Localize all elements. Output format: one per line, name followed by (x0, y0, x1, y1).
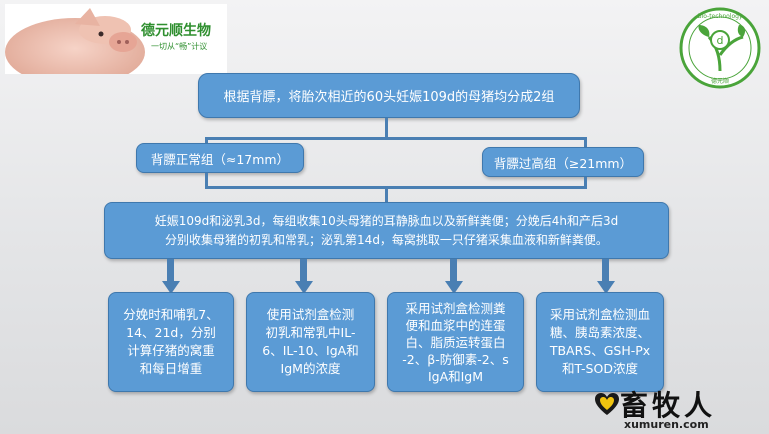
logo-bottom-text: 德元顺 (711, 77, 729, 85)
sampling-box: 妊娠109d和泌乳3d，每组收集10头母猪的耳静脉血以及新鲜粪便；分娩后4h和产… (104, 202, 669, 259)
brand-logo-block: 德元顺生物 一切从“畅”计议 (5, 4, 227, 74)
group-high-box: 背膘过高组（≥21mm） (482, 147, 644, 177)
group-normal-text: 背膘正常组（≈17mm） (151, 149, 289, 168)
result-line: IgM的浓度 (281, 360, 341, 378)
top-step-box: 根据背膘，将胎次相近的60头妊娠109d的母猪均分成2组 (198, 73, 580, 118)
result-line: 糖、胰岛素浓度、 (550, 324, 650, 342)
brand-name: 德元顺生物 (141, 20, 211, 40)
sampling-text-line1: 妊娠109d和泌乳3d，每组收集10头母猪的耳静脉血以及新鲜粪便；分娩后4h和产… (155, 212, 619, 231)
result-line: TBARS、GSH-Px (550, 342, 650, 360)
result-line: 采用试剂盒检测血 (550, 306, 650, 324)
result-box-blood-indices: 采用试剂盒检测血 糖、胰岛素浓度、 TBARS、GSH-Px 和T-SOD浓度 (536, 292, 664, 392)
result-line: 6、IL-10、IgA和 (262, 342, 358, 360)
down-arrow-icon (161, 259, 181, 295)
result-line: 便和血浆中的连蛋 (405, 317, 505, 334)
down-arrow-icon (596, 259, 616, 295)
result-line: 采用试剂盒检测粪 (405, 300, 505, 317)
connector-line (205, 137, 586, 140)
company-round-logo: d Bio-technology 德元顺 (679, 7, 761, 89)
connector-line (205, 186, 587, 189)
logo-arc-text: Bio-technology (697, 13, 742, 20)
connector-line (385, 186, 388, 203)
connector-line (385, 118, 388, 139)
result-box-fecal-plasma: 采用试剂盒检测粪 便和血浆中的连蛋 白、脂质运转蛋白 -2、β-防御素-2、s … (387, 292, 524, 392)
result-line: 14、21d，分别 (126, 324, 216, 342)
logo-mark: d (717, 34, 724, 47)
result-line: 白、脂质运转蛋白 (405, 334, 505, 351)
group-normal-box: 背膘正常组（≈17mm） (136, 143, 304, 173)
result-line: 计算仔猪的窝重 (127, 342, 215, 360)
top-step-text: 根据背膘，将胎次相近的60头妊娠109d的母猪均分成2组 (224, 86, 555, 105)
result-line: 分娩时和哺乳7、 (123, 306, 218, 324)
result-line: IgA和IgM (428, 368, 483, 385)
down-arrow-icon (444, 259, 464, 295)
result-box-litter-weight: 分娩时和哺乳7、 14、21d，分别 计算仔猪的窝重 和每日增重 (108, 292, 234, 392)
result-line: 使用试剂盒检测 (267, 306, 355, 324)
result-line: 和T-SOD浓度 (562, 360, 638, 378)
result-line: 和每日增重 (140, 360, 203, 378)
result-line: 初乳和常乳中IL- (266, 324, 356, 342)
down-arrow-icon (294, 259, 314, 295)
result-box-milk-cytokines: 使用试剂盒检测 初乳和常乳中IL- 6、IL-10、IgA和 IgM的浓度 (246, 292, 375, 392)
brand-slogan: 一切从“畅”计议 (151, 41, 207, 52)
watermark-heart-icon (594, 392, 620, 418)
result-line: -2、β-防御素-2、s (402, 351, 508, 368)
group-high-text: 背膘过高组（≥21mm） (494, 153, 632, 172)
sampling-text-line2: 分别收集母猪的初乳和常乳；泌乳第14d，每窝挑取一只仔猪采集血液和新鲜粪便。 (165, 231, 608, 250)
watermark-url: xumuren.com (624, 418, 709, 431)
pig-photo (5, 4, 145, 74)
